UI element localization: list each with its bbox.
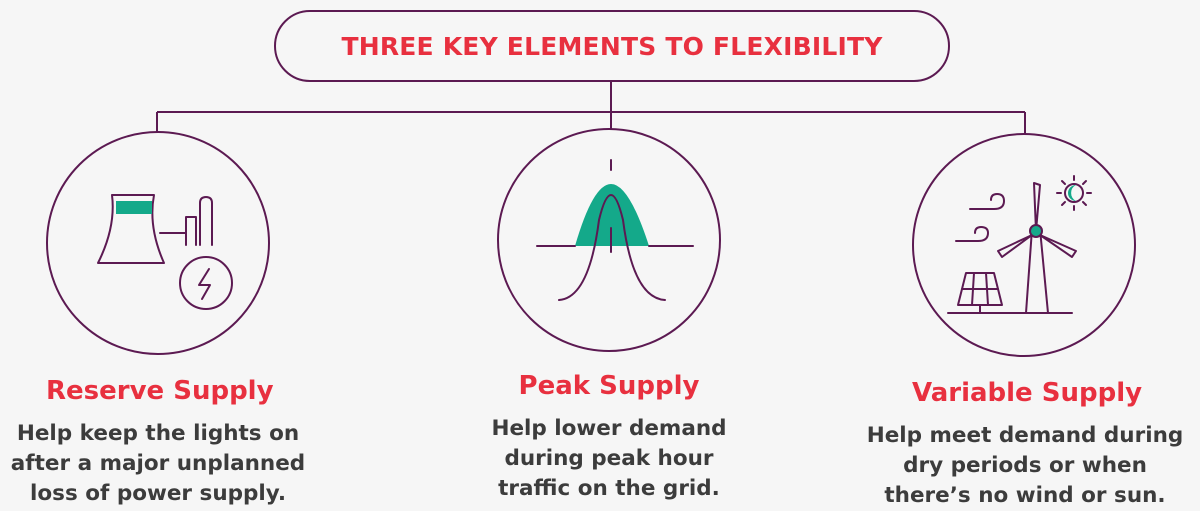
reserve-supply-description: Help keep the lights on after a major un…	[4, 419, 312, 509]
wind-solar-icon	[947, 175, 1092, 314]
peak-supply-circle	[497, 128, 721, 352]
variable-supply-circle	[912, 133, 1136, 357]
peak-curve-icon	[536, 159, 694, 301]
description-line: loss of power supply.	[30, 481, 286, 506]
title-banner: THREE KEY ELEMENTS TO FLEXIBILITY	[274, 10, 950, 82]
diagram-title: THREE KEY ELEMENTS TO FLEXIBILITY	[341, 31, 883, 61]
description-line: Help keep the lights on	[16, 421, 300, 446]
reserve-supply-circle	[46, 131, 270, 355]
description-line: Help meet demand during	[866, 423, 1184, 448]
description-line: traffic on the grid.	[498, 476, 720, 501]
power-plant-icon	[97, 194, 233, 310]
variable-supply-title: Variable Supply	[912, 378, 1143, 408]
peak-supply-title: Peak Supply	[518, 371, 700, 401]
description-line: during peak hour	[504, 446, 714, 471]
description-line: there’s no wind or sun.	[884, 483, 1166, 508]
peak-supply-description: Help lower demand during peak hour traff…	[457, 414, 761, 504]
description-line: after a major unplanned	[10, 451, 306, 476]
description-line: Help lower demand	[491, 416, 727, 441]
description-line: dry periods or when	[903, 453, 1147, 478]
reserve-supply-title: Reserve Supply	[46, 376, 274, 406]
variable-supply-description: Help meet demand during dry periods or w…	[852, 421, 1198, 511]
